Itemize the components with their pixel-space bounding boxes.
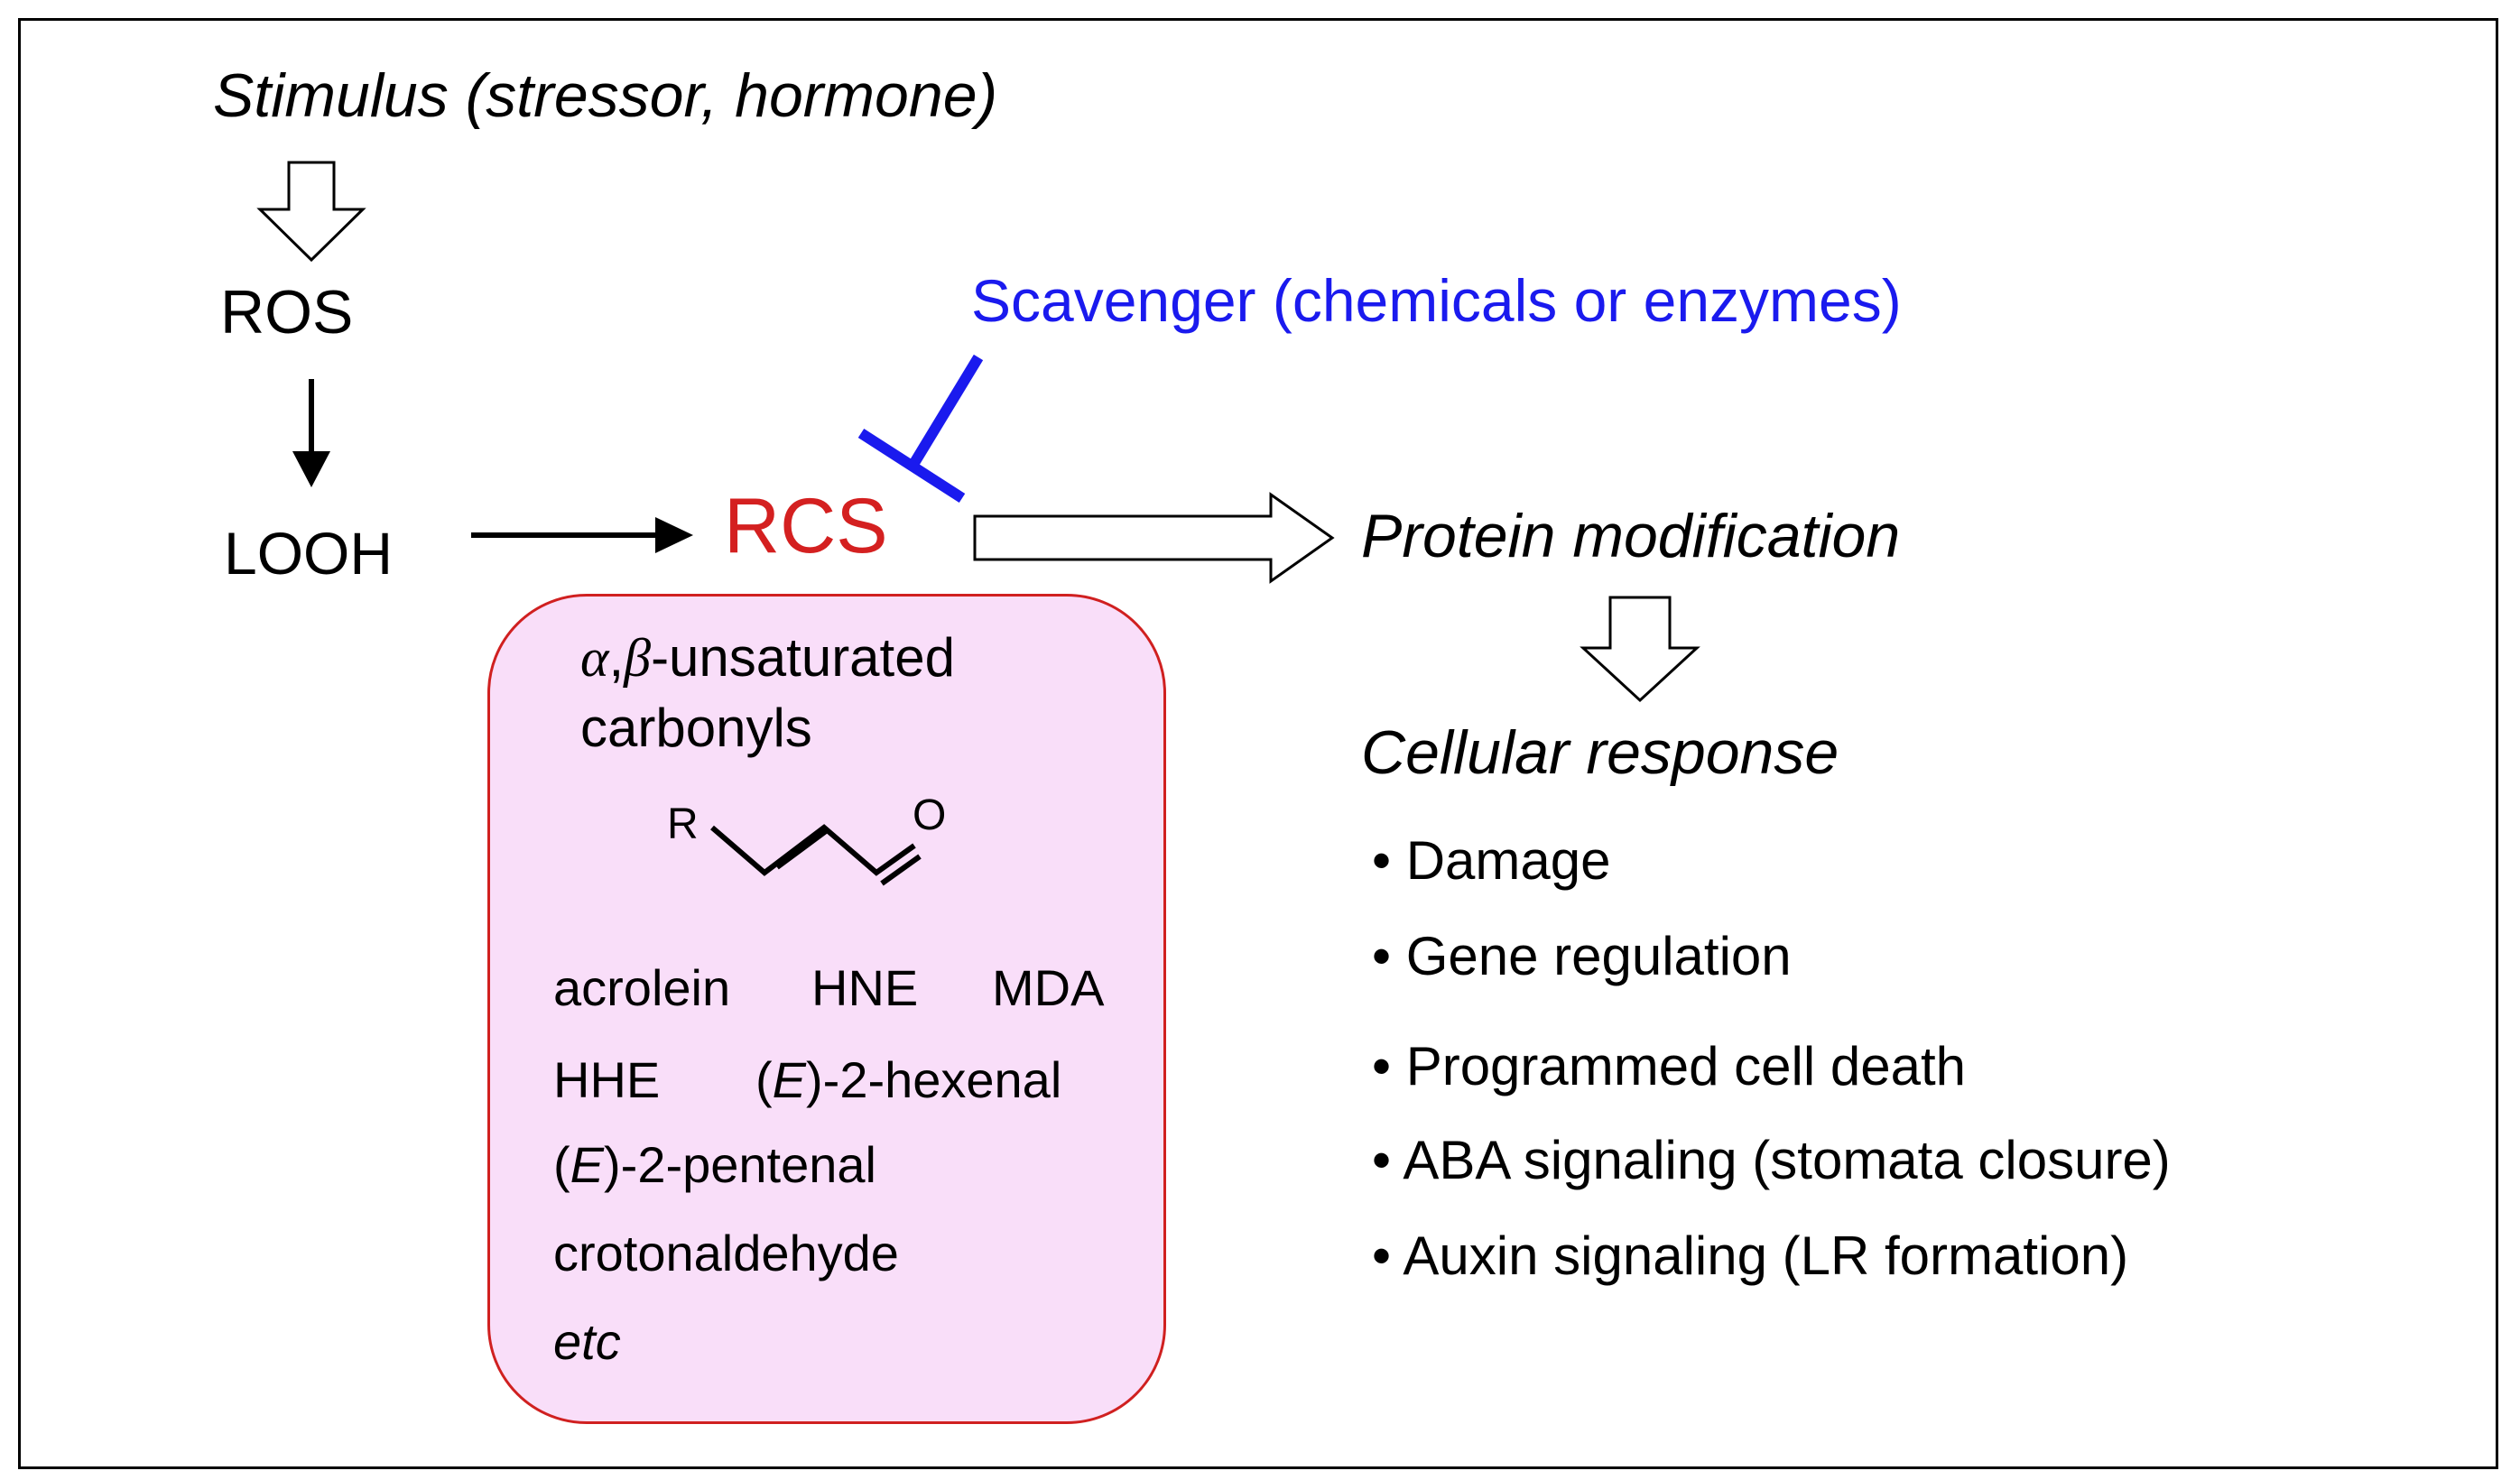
response-item: • Auxin signaling (LR formation) <box>1372 1226 2129 1286</box>
class-name-line2: carbonyls <box>580 698 812 758</box>
compound-hne: HNE <box>811 959 919 1016</box>
compound-e-2-hexenal: (E)-2-hexenal <box>755 1055 1061 1105</box>
ros-label: ROS <box>220 278 354 347</box>
compound-crotonaldehyde: crotonaldehyde <box>553 1225 899 1281</box>
response-item: • Damage <box>1372 830 1611 891</box>
beta-symbol: β <box>624 628 652 688</box>
scavenger-label: Scavenger (chemicals or enzymes) <box>971 267 1902 334</box>
structure-r-label: R <box>667 800 699 848</box>
compound-etc: etc <box>553 1313 621 1370</box>
response-item-label: Auxin signaling (LR formation) <box>1403 1226 2129 1286</box>
pentenal-rest: )-2-pentenal <box>604 1136 876 1193</box>
e-label: E <box>772 1051 807 1108</box>
response-item: • Programmed cell death <box>1372 1036 1966 1096</box>
response-item-label: Damage <box>1405 830 1611 891</box>
structure-carbonyl-bond <box>880 854 922 886</box>
compound-hhe: HHE <box>553 1051 661 1108</box>
looh-label: LOOH <box>224 520 394 587</box>
stimulus-to-ros-arrow <box>256 161 366 263</box>
looh-to-rcs-arrowhead <box>655 517 693 553</box>
structure-double-bond <box>775 828 828 870</box>
scavenger-inhibitor-bar <box>857 428 966 504</box>
rcs-to-protein-arrow <box>973 492 1335 584</box>
scavenger-inhibitor-stem <box>906 354 984 471</box>
compound-mda: MDA <box>992 959 1105 1016</box>
response-item: • Gene regulation <box>1372 926 1792 986</box>
response-item-label: Gene regulation <box>1405 926 1792 986</box>
compound-acrolein: acrolein <box>553 959 731 1016</box>
structure-o-label: O <box>913 791 946 839</box>
response-item-label: Programmed cell death <box>1405 1036 1966 1096</box>
rcs-label: RCS <box>724 483 888 569</box>
compound-e-2-pentenal: (E)-2-pentenal <box>553 1140 876 1190</box>
unsaturated-carbonyl-structure: R O <box>667 791 946 886</box>
cellular-response-label: Cellular response <box>1361 718 1839 787</box>
stimulus-label: Stimulus (stressor, hormone) <box>213 61 998 130</box>
figure-frame <box>18 18 2498 1469</box>
response-item: • ABA signaling (stomata closure) <box>1372 1130 2171 1190</box>
paren: ( <box>755 1051 773 1108</box>
comma: , <box>608 627 625 688</box>
hexenal-rest: )-2-hexenal <box>806 1051 1062 1108</box>
ros-to-looh-arrowhead <box>292 451 330 487</box>
alpha-symbol: α <box>580 628 609 688</box>
protein-modification-label: Protein modification <box>1361 502 1901 570</box>
protein-to-cellular-arrow <box>1580 596 1700 703</box>
structure-chain <box>710 824 916 876</box>
response-item-label: ABA signaling (stomata closure) <box>1403 1130 2171 1190</box>
e-label: E <box>570 1136 605 1193</box>
paren: ( <box>553 1136 570 1193</box>
class-name-line1: α,β-unsaturated <box>580 628 955 688</box>
rcs-examples-box: α,β-unsaturated carbonyls R O acrolein H… <box>487 594 1166 1424</box>
class-name-rest: -unsaturated <box>651 627 955 688</box>
